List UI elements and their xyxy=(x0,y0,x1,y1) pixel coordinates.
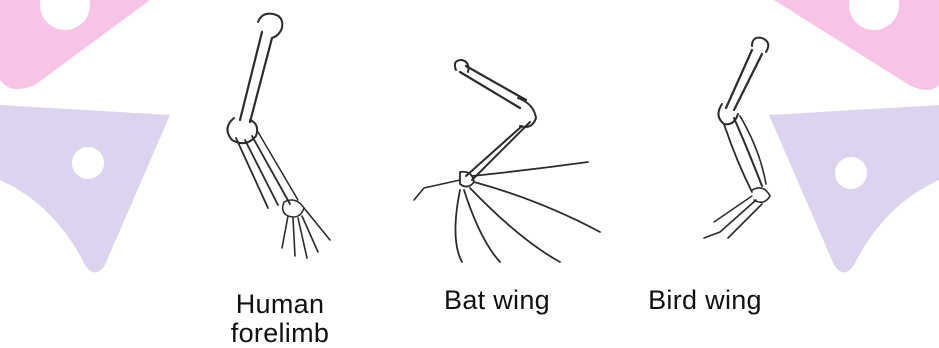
bat-wing-bones-icon xyxy=(414,60,600,262)
bird-wing-bones-icon xyxy=(704,38,770,238)
caption-bird-wing: Bird wing xyxy=(620,286,790,315)
caption-human-forelimb: Human forelimb xyxy=(200,290,360,348)
caption-human-line-1: Human xyxy=(200,290,360,319)
caption-bat-wing: Bat wing xyxy=(412,286,582,315)
human-forelimb-bones-icon xyxy=(227,14,330,258)
